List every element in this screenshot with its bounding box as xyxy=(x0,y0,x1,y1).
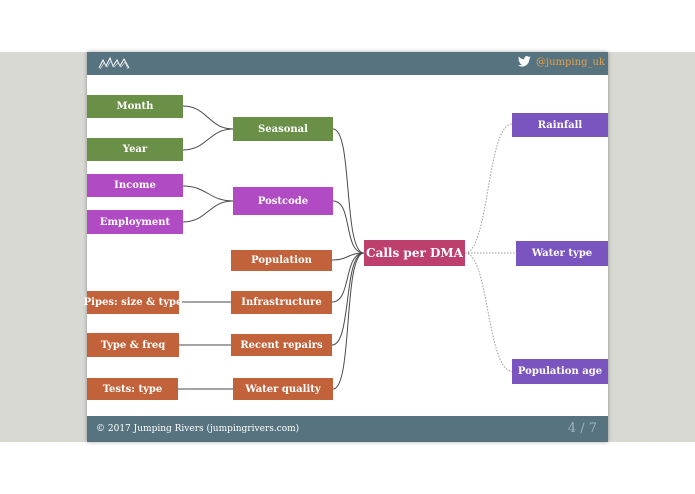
node-income: Income xyxy=(87,174,183,197)
link-income-postcode xyxy=(182,185,234,202)
node-month: Month xyxy=(87,95,183,118)
node-water-type: Water type xyxy=(516,241,608,266)
diagram-links xyxy=(178,105,516,390)
node-year: Year xyxy=(87,138,183,161)
link-employment-postcode xyxy=(182,200,234,223)
link-postcode-center xyxy=(332,200,365,254)
link-center-rainfall xyxy=(464,123,513,254)
link-repairs-center xyxy=(331,252,365,346)
node-population: Population xyxy=(231,250,332,271)
twitter-handle[interactable]: @jumping_uk xyxy=(536,57,605,68)
node-type-freq: Type & freq xyxy=(87,333,179,357)
slide: @jumping_uk Month Year Income Employment… xyxy=(84,52,608,442)
link-waterquality-center xyxy=(332,252,365,390)
page-number: 4 / 7 xyxy=(567,421,597,436)
node-tests: Tests: type xyxy=(87,378,178,400)
node-postcode: Postcode xyxy=(233,187,333,215)
slide-footer: © 2017 Jumping Rivers (jumpingrivers.com… xyxy=(87,416,608,442)
slide-header: @jumping_uk xyxy=(87,52,608,75)
copyright-text: © 2017 Jumping Rivers (jumpingrivers.com… xyxy=(96,424,300,434)
node-calls-per-dma: Calls per DMA xyxy=(364,240,465,266)
jumping-rivers-logo xyxy=(98,56,130,70)
link-year-seasonal xyxy=(182,128,234,151)
twitter-icon[interactable] xyxy=(518,56,531,67)
node-infrastructure: Infrastructure xyxy=(231,291,332,314)
node-seasonal: Seasonal xyxy=(233,117,333,141)
link-infrastructure-center xyxy=(331,252,365,303)
node-recent-repairs: Recent repairs xyxy=(231,334,332,356)
node-employment: Employment xyxy=(87,210,183,234)
node-rainfall: Rainfall xyxy=(512,113,608,137)
link-seasonal-center xyxy=(332,128,365,254)
link-month-seasonal xyxy=(182,105,234,130)
node-water-quality: Water quality xyxy=(233,378,333,400)
link-center-populationage xyxy=(464,252,513,372)
node-pipes: Pipes: size & type xyxy=(84,291,182,314)
node-population-age: Population age xyxy=(512,359,608,384)
